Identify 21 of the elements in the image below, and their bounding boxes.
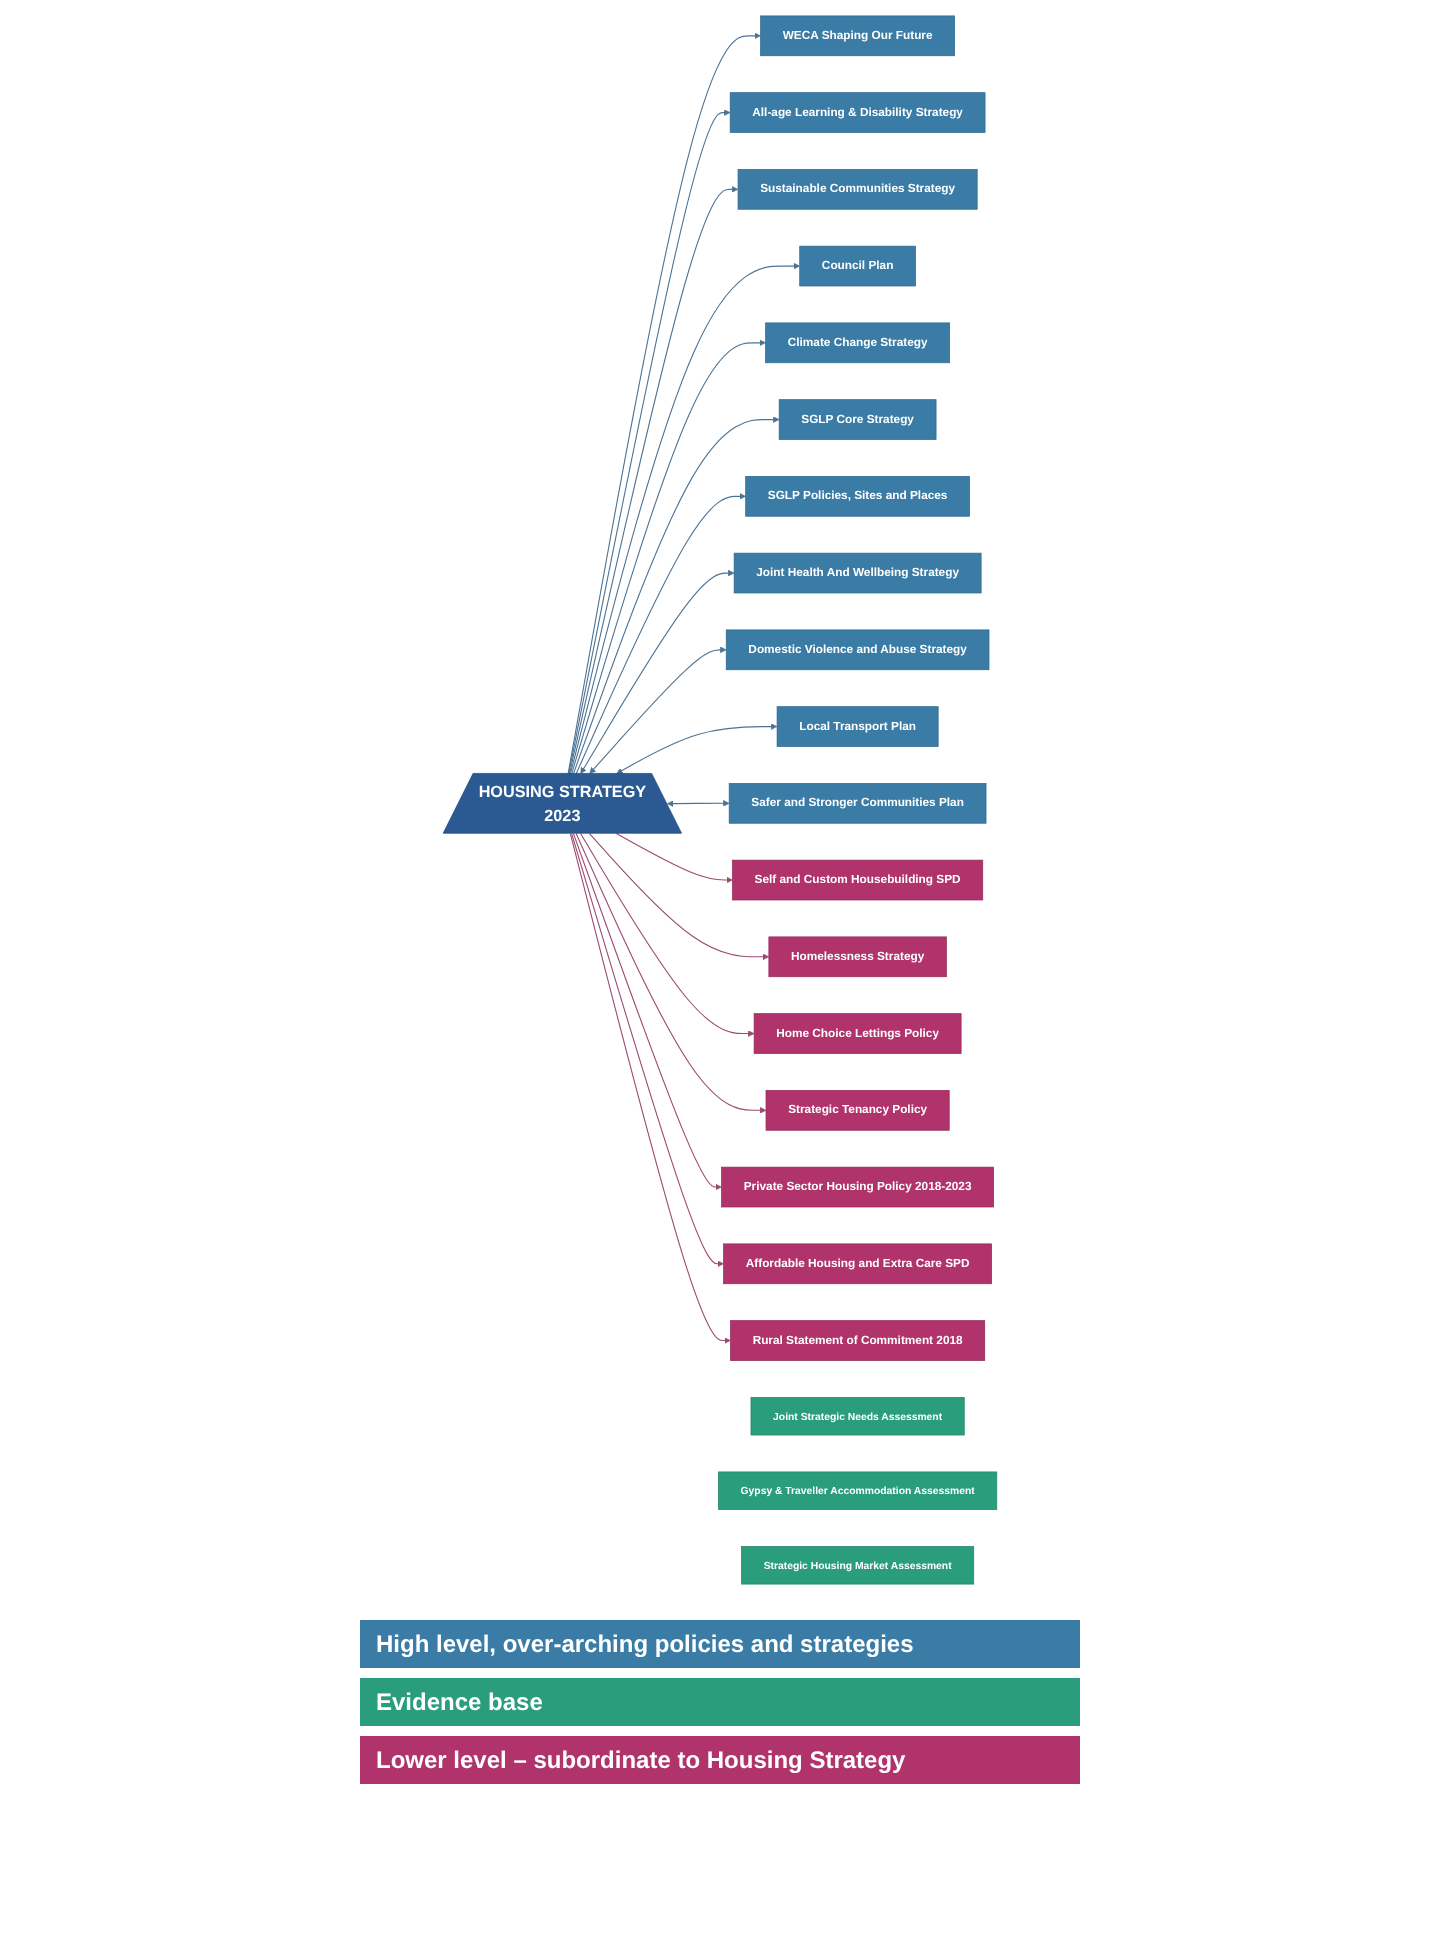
arrow bbox=[580, 569, 735, 774]
arrow bbox=[575, 493, 746, 775]
arrow bbox=[571, 833, 724, 1268]
arrow bbox=[580, 833, 755, 1037]
arrow bbox=[572, 833, 722, 1191]
legend-item: Evidence base bbox=[360, 1678, 1080, 1726]
arrow bbox=[616, 723, 778, 774]
arrow bbox=[575, 833, 767, 1114]
arrow bbox=[568, 186, 739, 775]
arrow bbox=[567, 32, 761, 775]
arrow bbox=[588, 833, 770, 961]
arrow bbox=[571, 339, 766, 775]
arrow bbox=[568, 109, 731, 775]
arrow bbox=[569, 262, 800, 775]
legend-item: Lower level – subordinate to Housing Strategy bbox=[360, 1736, 1080, 1784]
arrow bbox=[572, 416, 780, 775]
arrow bbox=[666, 800, 730, 807]
arrow bbox=[589, 646, 727, 774]
arrow bbox=[615, 833, 733, 884]
legend-item: High level, over-arching policies and strategies bbox=[360, 1620, 1080, 1668]
arrow bbox=[569, 833, 731, 1344]
